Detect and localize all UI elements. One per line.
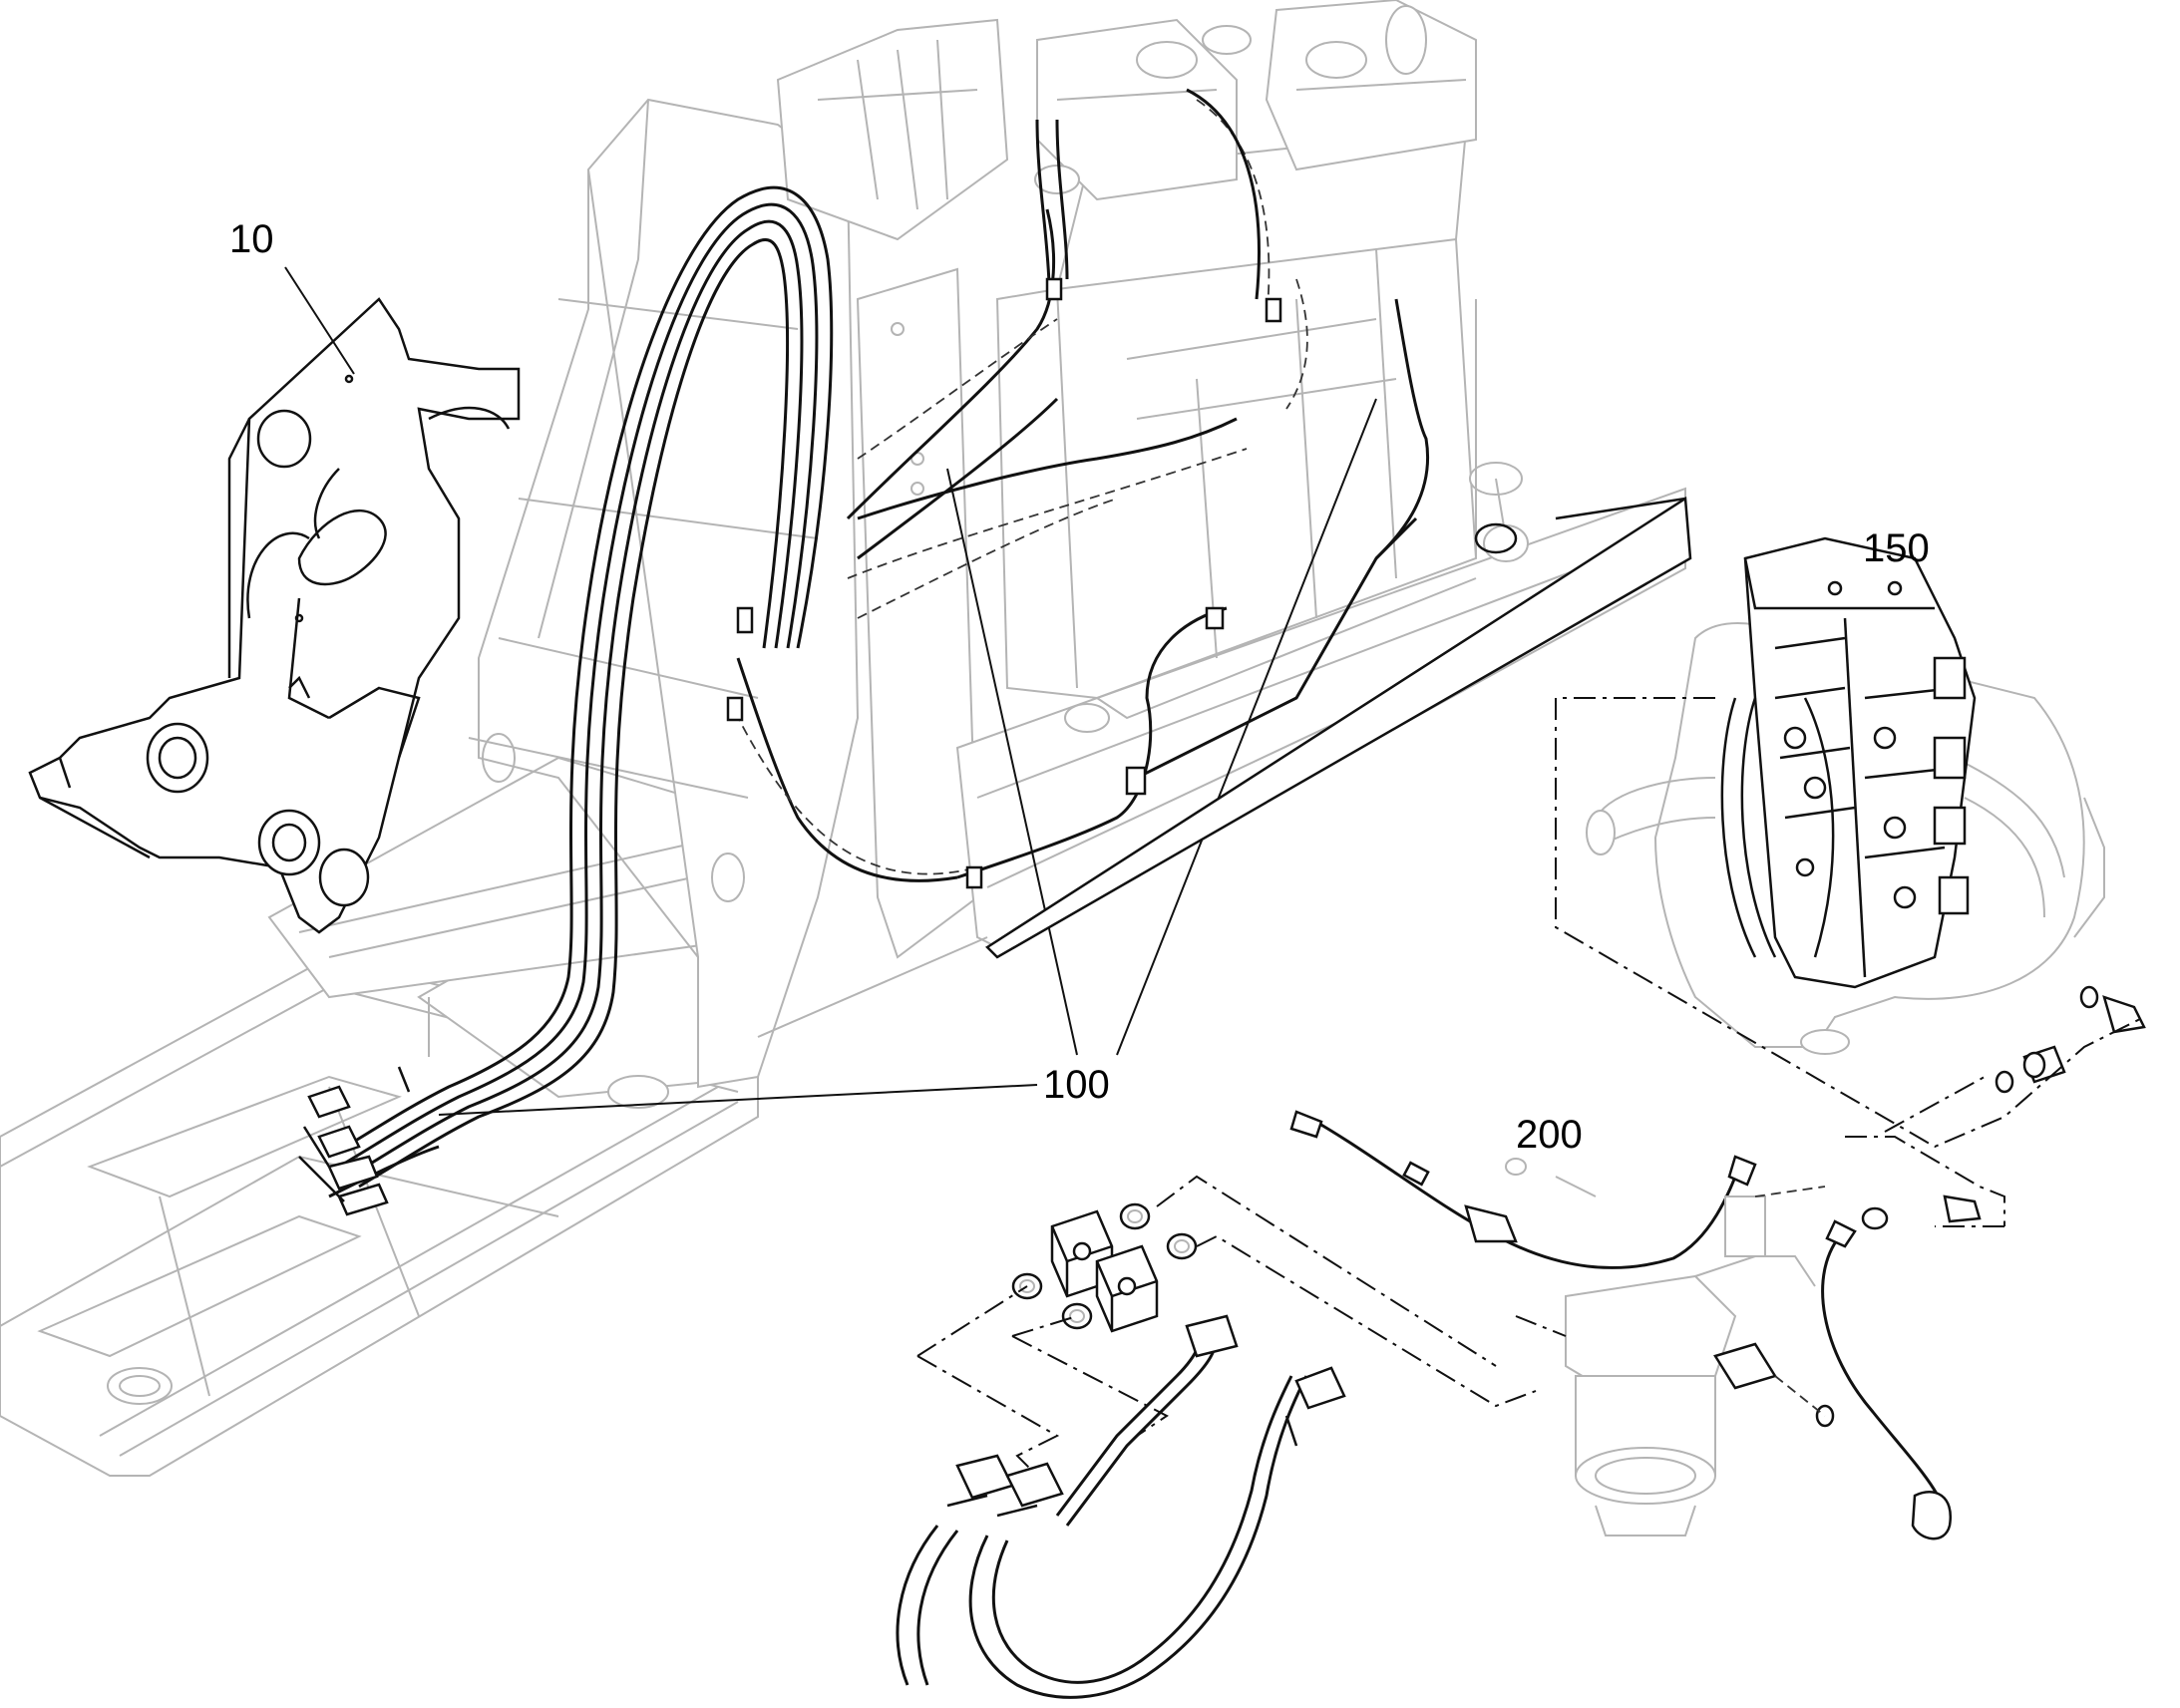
boom-support-tower: [468, 98, 1686, 1089]
callout-swing-motor-lines: 200: [1516, 1113, 1583, 1157]
chassis-frame: [0, 756, 759, 1477]
valve-block-150: [1555, 536, 2146, 1227]
side-rail: [985, 496, 1692, 959]
hose-bundle-100: [298, 88, 1429, 1216]
callout-frame: 10: [229, 217, 274, 261]
callout-hose-set: 100: [1043, 1063, 1110, 1107]
flange-set: [896, 1175, 1537, 1699]
engine-assembly: [776, 0, 1529, 733]
swing-motor-lines-200: [1289, 1110, 1982, 1540]
callout-valve-block: 150: [1863, 526, 1930, 570]
pump-fittings: [1505, 1158, 1597, 1197]
frame-plate-10: [28, 266, 521, 934]
